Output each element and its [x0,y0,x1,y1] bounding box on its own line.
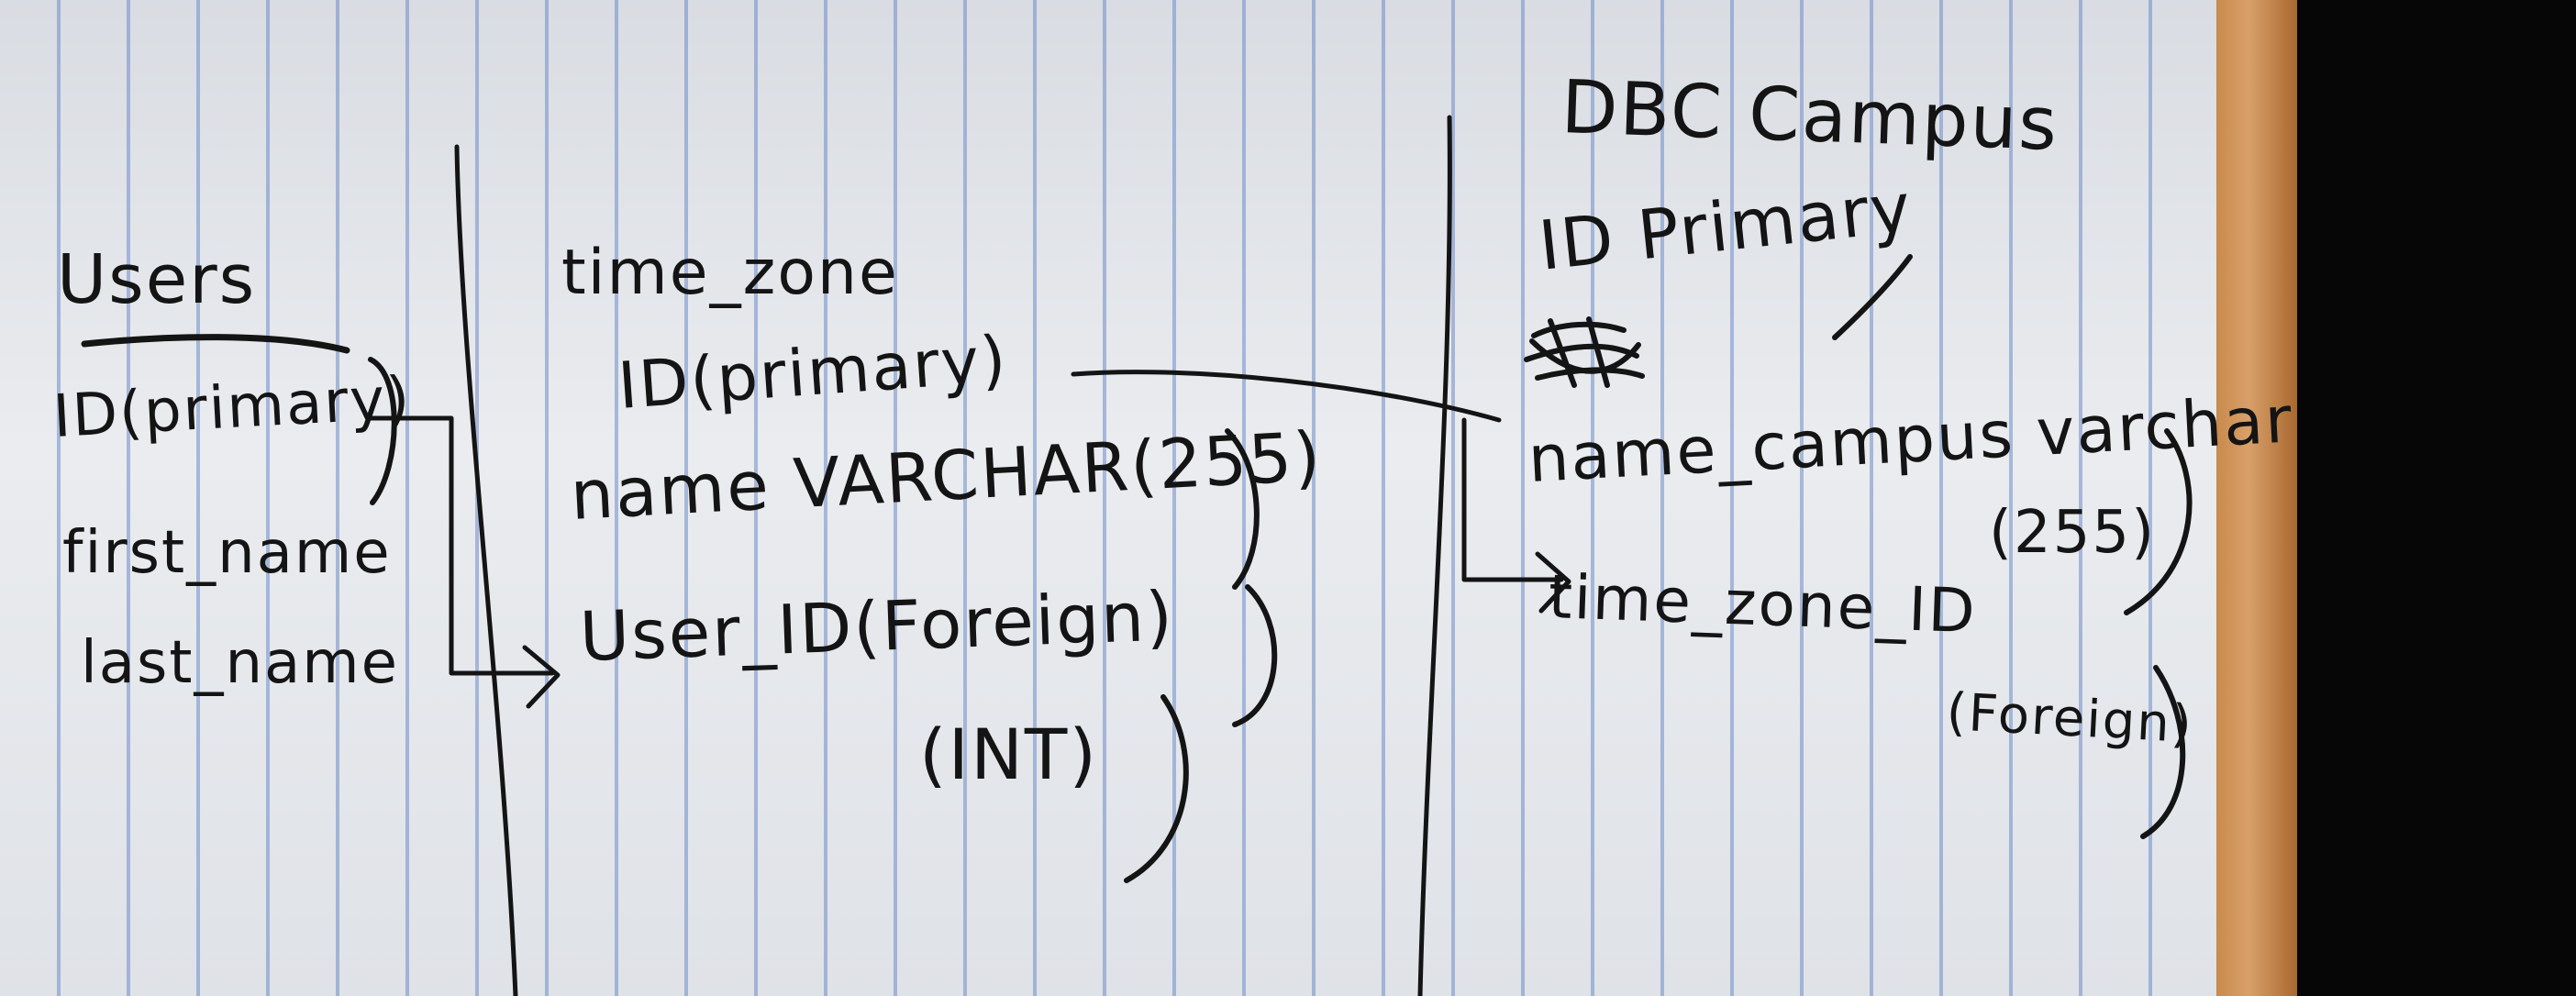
divider-line-left [454,144,518,996]
notebook-paper [0,0,2216,996]
desk-edge [2216,0,2297,996]
field-campus-time-zone-id: time_zone_ID [1547,561,1978,647]
relation-arrow-timezone [1461,417,1564,582]
field-users-last-name: last_name [81,629,399,697]
brace-user-id [1232,584,1278,727]
brace-users-id [368,357,397,505]
table-title-time-zone: time_zone [561,237,899,309]
brace-int [1124,694,1189,883]
field-users-first-name: first_name [62,519,392,587]
dark-background [2297,0,2576,996]
slash-id-primary [1832,254,1913,340]
brace-varchar [1225,428,1260,590]
relation-line-timezone [1071,370,1502,423]
table-title-dbc-campus: DBC Campus [1560,64,2060,167]
brace-campus-varchar [2124,428,2193,615]
brace-campus-foreign [2140,665,2186,839]
field-campus-name-length: (255) [1989,499,2157,567]
arrow-head-timezone [1535,551,1571,614]
relation-arrow-users [366,415,555,676]
table-title-users: Users [57,240,257,319]
users-underline [81,334,350,354]
field-time-zone-user-id-type: (INT) [919,714,1098,795]
divider-line-right [1417,115,1452,996]
arrow-head-users [522,645,561,709]
crossed-out-scribble [1524,316,1645,388]
